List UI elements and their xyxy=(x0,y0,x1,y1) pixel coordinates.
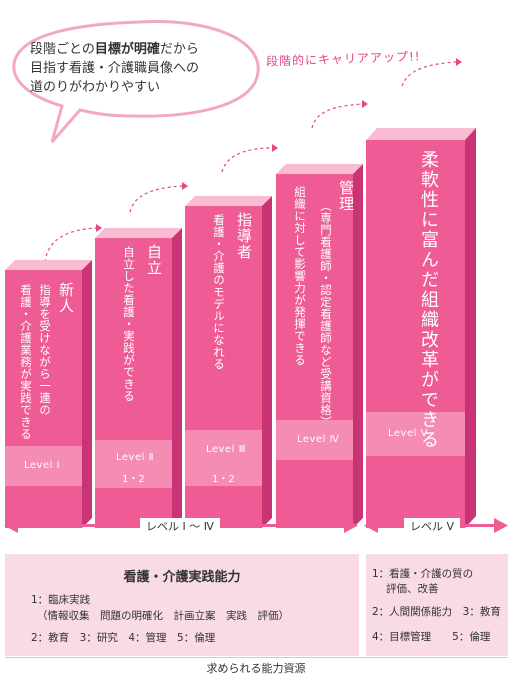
main-ability-line3: 2：教育 3：研究 4：管理 5：倫理 xyxy=(31,632,216,644)
step-2-desc1: 自立した看護・実践ができる xyxy=(122,246,136,402)
side-ability-box: 1：看護・介護の質の 評価、改善 2：人間関係能力 3：教育 4：目標管理 5：… xyxy=(366,554,508,656)
arrow-head-1 xyxy=(96,224,102,232)
step-4-level: Level Ⅳ xyxy=(297,434,340,445)
side-ability-line4: 4：目標管理 5：倫理 xyxy=(372,631,491,643)
step-2-level: Level Ⅱ xyxy=(116,452,154,463)
step-3-side xyxy=(262,196,272,528)
range-left-head-start xyxy=(4,518,18,533)
step-1-top xyxy=(5,260,92,270)
step-2-side xyxy=(172,228,182,528)
step-arrows xyxy=(44,61,457,263)
step-3-desc1: 看護・介護のモデルになれる xyxy=(212,214,226,370)
step-5-title: 柔軟性に富んだ組織改革ができる xyxy=(418,150,439,450)
step-3-sub: 1・2 xyxy=(212,474,235,485)
step-5-level: Level Ⅴ xyxy=(388,428,428,439)
arrow-3 xyxy=(221,147,273,173)
step-1-level: Level Ⅰ xyxy=(24,460,61,471)
step-1-desc2: 看護・介護業務が実践できる xyxy=(19,284,33,440)
main-ability-title: 看護・介護実践能力 xyxy=(123,570,241,585)
bubble-text: 段階ごとの目標が明確だから 目指す看護・介護職員像への 道のりがわかりやすい xyxy=(30,40,260,97)
arrow-head-5 xyxy=(456,58,462,66)
step-5-side xyxy=(465,128,476,528)
main-ability-box: 看護・介護実践能力 1：臨床実践 （情報収集 問題の明確化 計画立案 実践 評価… xyxy=(5,554,359,656)
step-4-desc1: （専門看護師・認定看護師など受講資格） xyxy=(319,200,333,428)
step-4-top xyxy=(276,164,363,174)
step-5-band xyxy=(366,412,465,456)
step-4-front xyxy=(276,174,353,528)
step-block-1 xyxy=(5,260,92,528)
bubble-line3: 道のりがわかりやすい xyxy=(30,80,161,95)
footer-divider xyxy=(5,657,508,658)
bubble-line2: 目指す看護・介護職員像への xyxy=(30,61,200,76)
step-5-top xyxy=(366,128,476,140)
step-block-4 xyxy=(276,164,363,528)
arrow-4 xyxy=(311,103,363,129)
range-right-head-end xyxy=(494,518,508,533)
step-5-front xyxy=(366,140,465,528)
bubble-line1-strong: 目標が明確 xyxy=(94,42,160,57)
step-block-5 xyxy=(366,128,476,528)
step-1-band xyxy=(5,446,82,486)
step-2-band xyxy=(95,440,172,488)
step-1-title: 新人 xyxy=(57,282,75,314)
footer-caption: 求められる能力資源 xyxy=(206,662,306,675)
step-block-2 xyxy=(95,228,182,528)
range-left-head-end xyxy=(344,518,358,533)
step-2-title: 自立 xyxy=(145,244,163,276)
bubble-line1-post: だから xyxy=(159,42,199,57)
arrow-heads xyxy=(96,58,462,232)
step-1-desc1: 指導を受けながら一連の xyxy=(38,284,52,416)
main-ability-line2: （情報収集 問題の明確化 計画立案 実践 評価） xyxy=(37,610,289,622)
arrow-head-4 xyxy=(362,100,368,108)
arrow-head-3 xyxy=(272,144,278,152)
arrow-1 xyxy=(44,227,97,263)
step-block-3 xyxy=(185,196,272,528)
range-right-head-start xyxy=(364,518,378,533)
arrow-head-2 xyxy=(182,182,188,190)
step-4-band xyxy=(276,420,353,460)
arrow-2 xyxy=(129,185,183,213)
step-2-sub: 1・2 xyxy=(122,474,145,485)
step-4-side xyxy=(353,164,363,528)
arrow-5 xyxy=(401,61,457,87)
side-ability-line1: 1：看護・介護の質の xyxy=(372,568,474,580)
bubble-line1-pre: 段階ごとの xyxy=(30,42,95,57)
step-1-side xyxy=(82,260,92,528)
side-ability-line2: 評価、改善 xyxy=(386,583,439,595)
range-right-label: レベル Ⅴ xyxy=(404,518,461,534)
range-left-label: レベル Ⅰ 〜 Ⅳ xyxy=(140,518,220,534)
main-ability-line1: 1：臨床実践 xyxy=(31,594,91,606)
step-3-title: 指導者 xyxy=(235,212,253,260)
step-3-top xyxy=(185,196,272,206)
step-3-band xyxy=(185,430,262,486)
step-3-level: Level Ⅲ xyxy=(206,444,246,455)
step-2-top xyxy=(95,228,182,238)
speech-bubble xyxy=(12,20,260,143)
step-4-desc2: 組織に対して影響力が発揮できる xyxy=(293,186,307,366)
step-4-title: 管理 xyxy=(337,180,355,212)
side-ability-line3: 2：人間関係能力 3：教育 xyxy=(372,606,501,618)
